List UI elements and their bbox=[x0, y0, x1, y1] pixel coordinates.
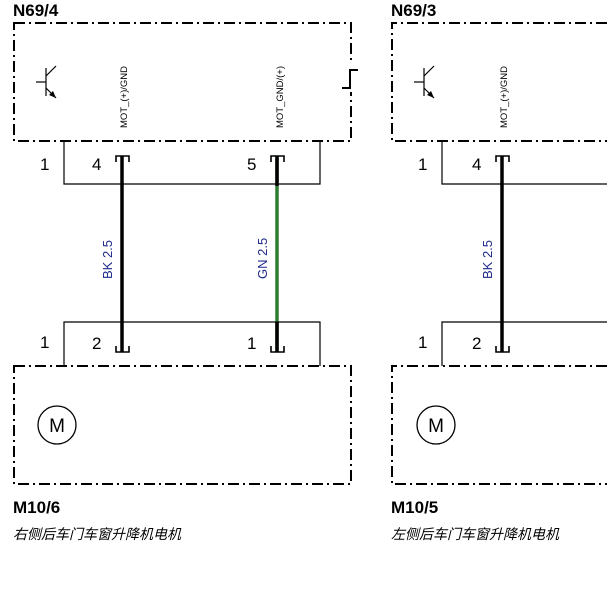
left-module-connector bbox=[63, 141, 321, 185]
right-module-ground-pin: 1 bbox=[418, 155, 427, 174]
left-wire-bk-label: BK 2.5 bbox=[100, 240, 115, 279]
motor-icon bbox=[416, 405, 456, 445]
right-module-box bbox=[391, 22, 607, 142]
left-module-pin-2: 5 bbox=[247, 155, 256, 174]
left-module-box bbox=[13, 22, 352, 142]
left-motor-connector bbox=[63, 321, 321, 366]
left-motor-pin-1: 2 bbox=[92, 334, 101, 353]
terminal-icon bbox=[495, 346, 510, 353]
left-module-pin-label-1: MOT_(+)/GND bbox=[119, 66, 130, 128]
right-module-title: N69/3 bbox=[391, 1, 436, 20]
right-motor-connector bbox=[441, 321, 607, 366]
left-motor-description: 右侧后车门车窗升降机电机 bbox=[13, 526, 182, 542]
right-motor-title: M10/5 bbox=[391, 498, 438, 517]
motor-icon bbox=[37, 405, 77, 445]
left-wire-gn-label: GN 2.5 bbox=[255, 238, 270, 279]
right-motor-description: 左侧后车门车窗升降机电机 bbox=[391, 526, 560, 542]
transistor-icon bbox=[414, 65, 435, 99]
right-motor-ground-pin: 1 bbox=[418, 333, 427, 352]
right-module-pin-label-1: MOT_(+)/GND bbox=[499, 66, 510, 128]
right-motor-box bbox=[391, 365, 607, 485]
right-motor-symbol: M bbox=[428, 416, 444, 437]
left-motor-ground-pin: 1 bbox=[40, 333, 49, 352]
break-symbol-icon bbox=[342, 62, 358, 92]
left-module-pin-1: 4 bbox=[92, 155, 101, 174]
right-module-connector bbox=[441, 141, 607, 185]
right-wire-bk-label: BK 2.5 bbox=[480, 240, 495, 279]
left-motor-title: M10/6 bbox=[13, 498, 60, 517]
left-module-title: N69/4 bbox=[13, 1, 59, 20]
left-motor-pin-2: 1 bbox=[247, 334, 256, 353]
transistor-icon bbox=[36, 65, 57, 99]
left-motor-symbol: M bbox=[49, 416, 65, 437]
left-motor-box bbox=[13, 365, 352, 485]
left-module-pin-label-2: MOT_GND/(+) bbox=[275, 66, 286, 128]
left-module-ground-pin: 1 bbox=[40, 155, 49, 174]
terminal-icon bbox=[115, 155, 285, 162]
right-motor-pin-1: 2 bbox=[472, 334, 481, 353]
terminal-icon bbox=[115, 346, 285, 353]
right-module-pin-1: 4 bbox=[472, 155, 481, 174]
